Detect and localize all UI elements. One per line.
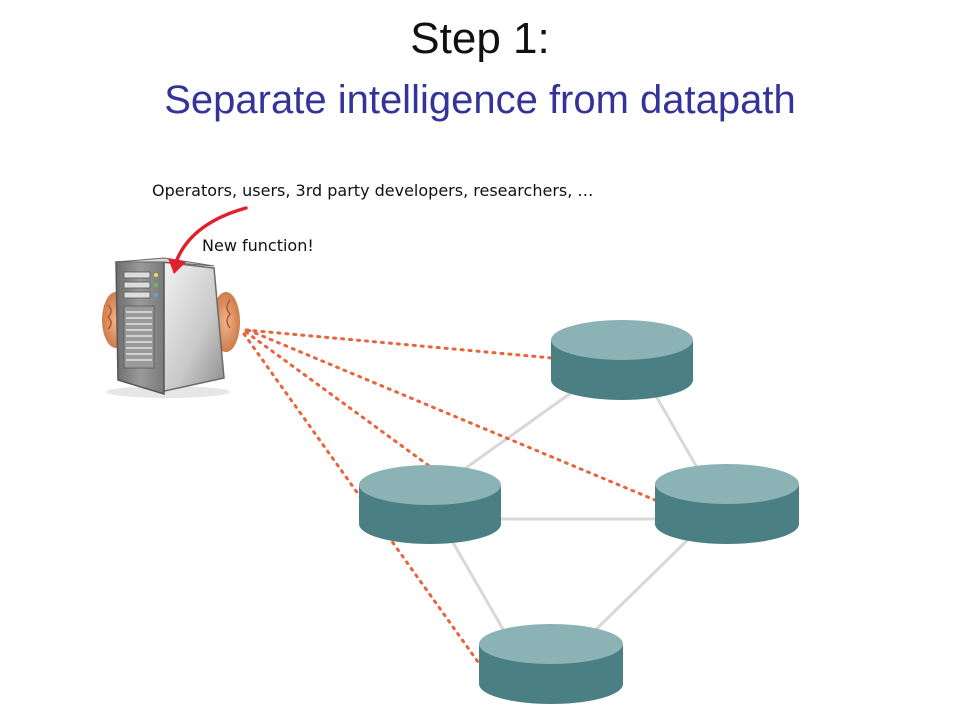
stakeholders-label: Operators, users, 3rd party developers, …	[152, 181, 594, 200]
router-bottom	[479, 624, 623, 704]
new-function-label: New function!	[202, 236, 314, 255]
control-link-top	[244, 328, 554, 360]
control-link-left	[244, 330, 434, 470]
control-links	[242, 328, 657, 664]
slide-subtitle: Separate intelligence from datapath	[164, 78, 796, 122]
server-with-brain-icon	[102, 257, 240, 398]
router-top	[551, 320, 693, 400]
new-function-arrow	[168, 206, 248, 274]
data-link-right-bottom	[573, 518, 710, 652]
slide-title: Step 1:	[410, 14, 550, 63]
control-link-right	[246, 328, 657, 502]
router-left	[359, 465, 501, 544]
router-right	[655, 464, 799, 544]
